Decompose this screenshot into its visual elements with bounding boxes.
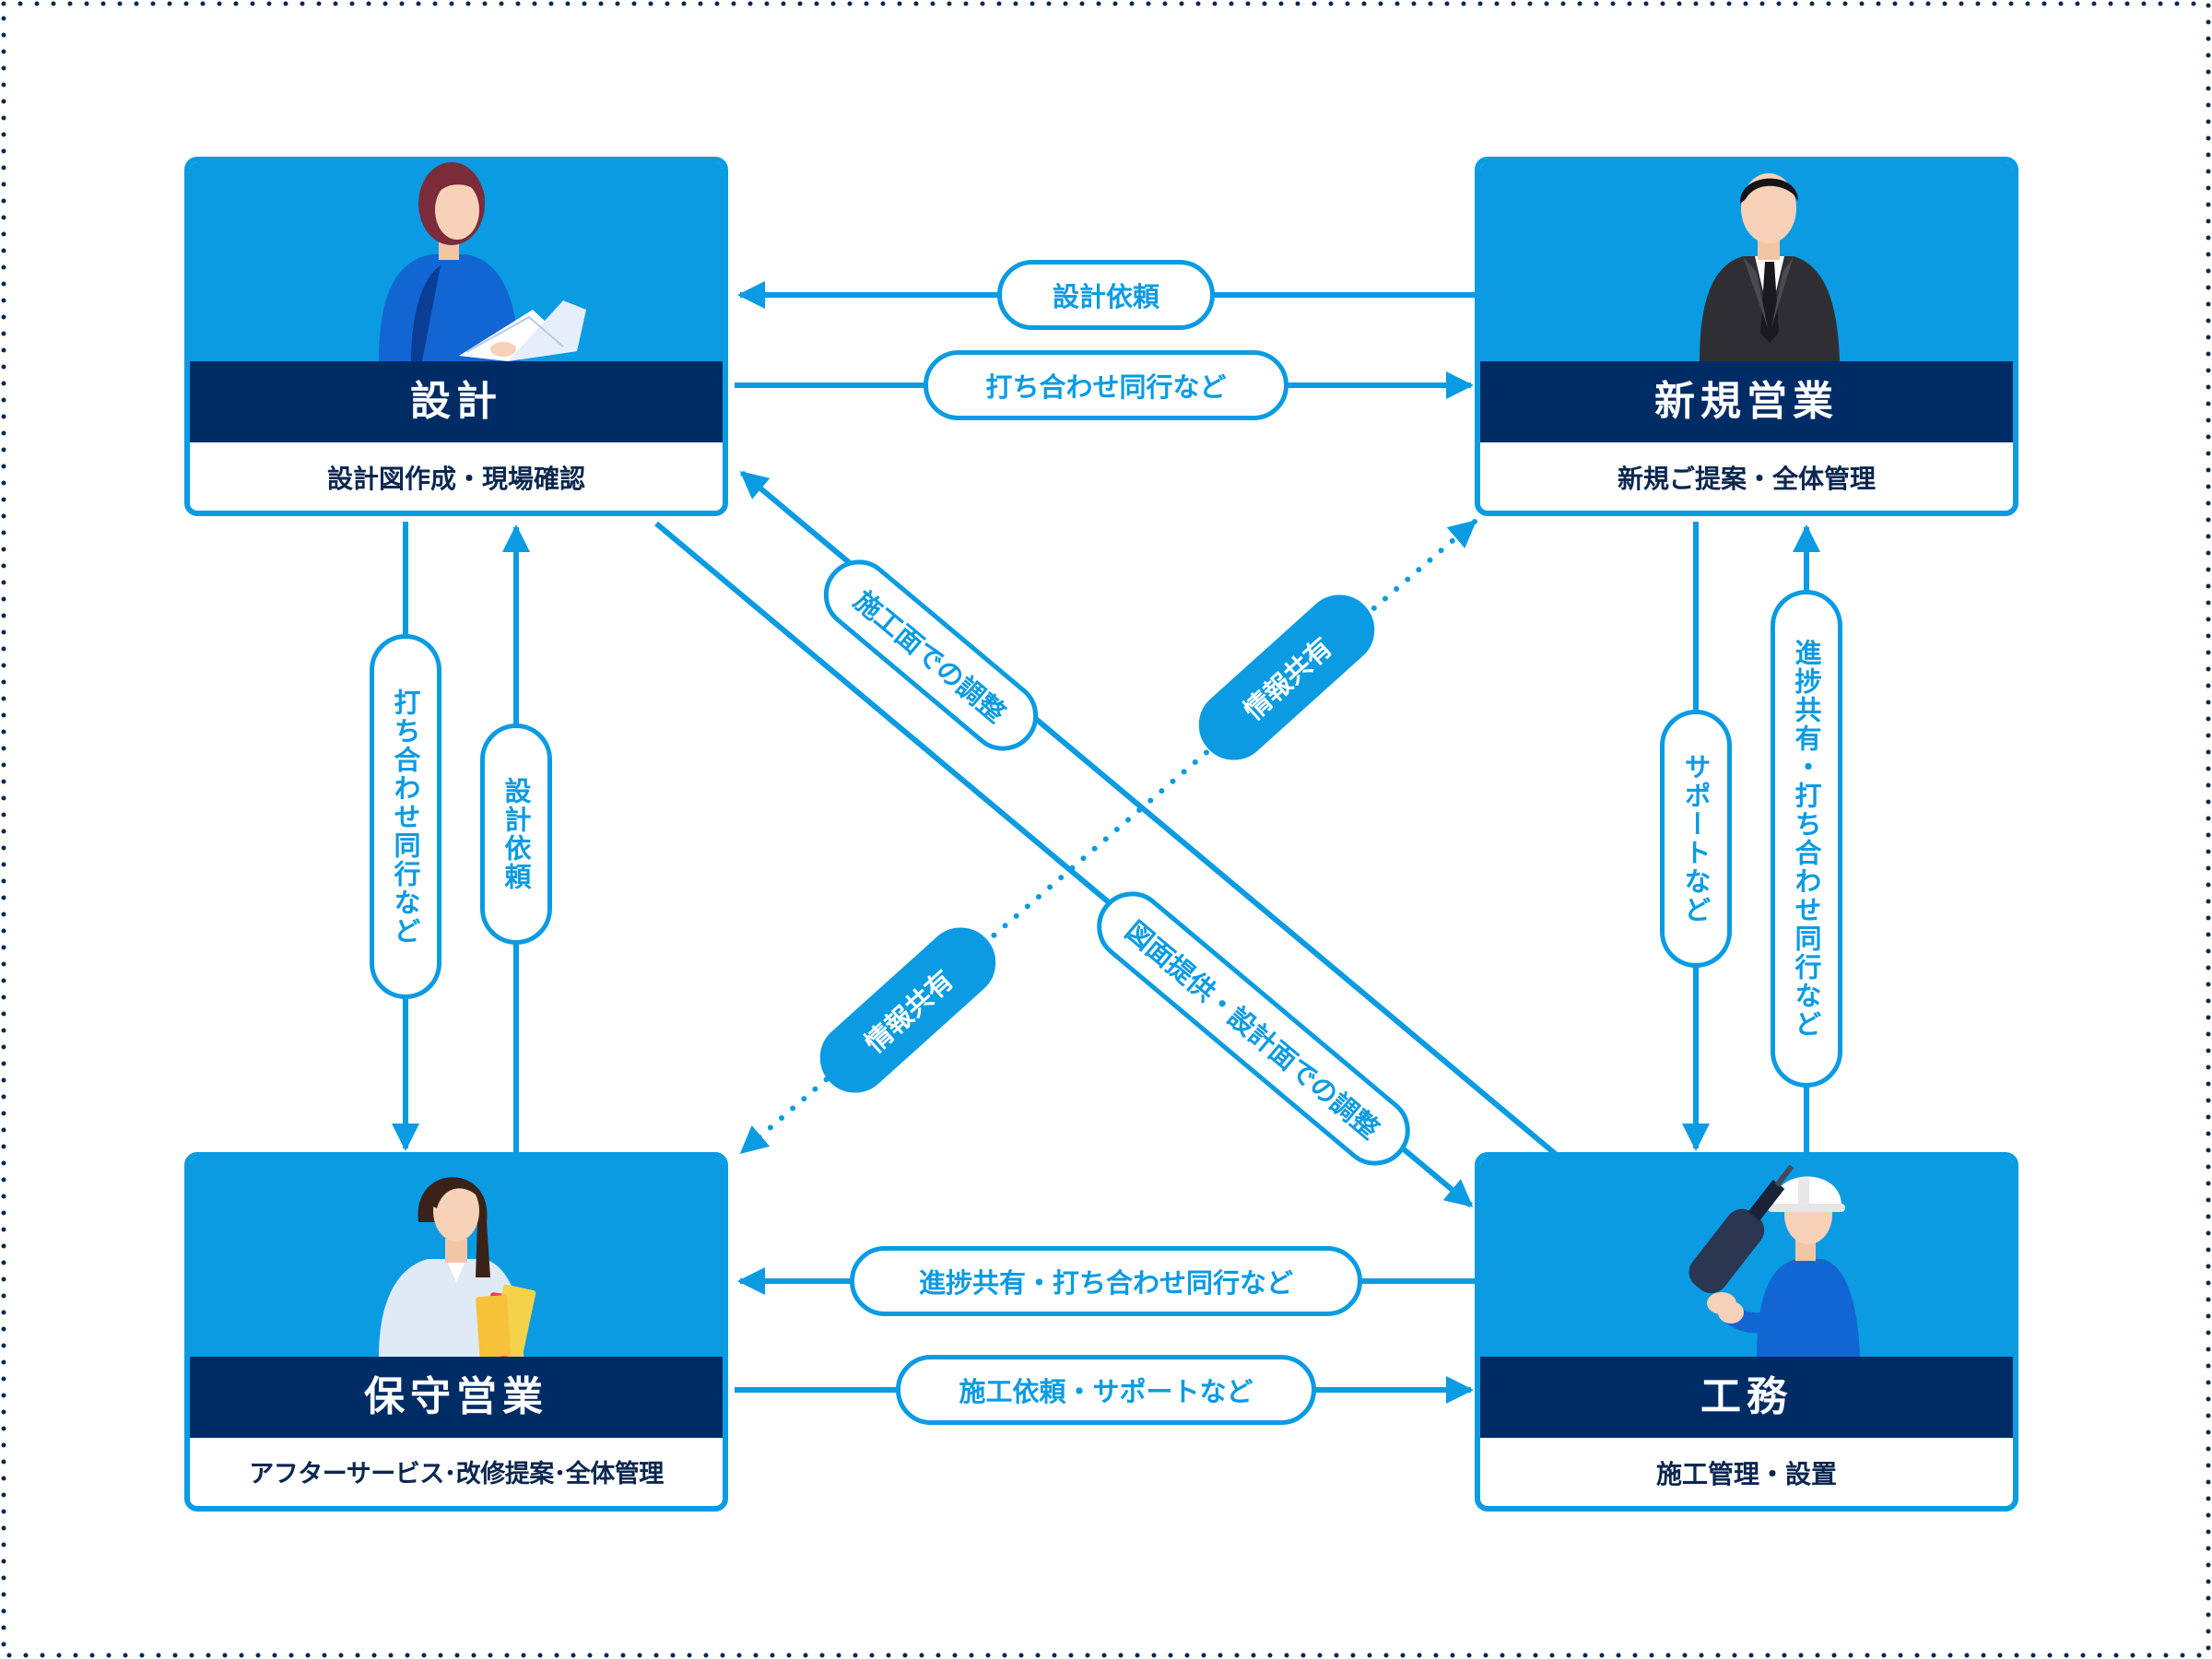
construction-photo [1480,1158,2013,1357]
label-design-to-sales: 打ち合わせ同行など [924,350,1288,420]
woman-holding-folders-icon [379,1177,536,1357]
label-maint-to-const: 施工依頼・サポートなど [896,1355,1316,1425]
label-maint-to-design: 設計依頼 [480,724,552,945]
node-design: 設計 設計図作成・現場確認 [184,157,728,516]
label-sales-to-const: サポートなど [1660,710,1732,968]
new-sales-photo [1480,162,2013,361]
woman-reading-blueprint-icon [379,162,586,361]
node-title: 新規営業 [1480,361,2013,442]
label-const-to-sales: 進捗共有・打ち合わせ同行など [1771,590,1842,1088]
node-subtitle: 設計図作成・現場確認 [326,464,585,494]
design-photo [190,162,723,361]
node-title: 設計 [190,361,723,442]
label-design-to-maint: 打ち合わせ同行など [370,634,441,999]
node-construction: 工務 施工管理・設置 [1475,1152,2018,1512]
label-const-to-maint: 進捗共有・打ち合わせ同行など [850,1246,1362,1316]
worker-with-drill-icon [1688,1164,1860,1357]
maintenance-photo [190,1158,723,1357]
node-title: 保守営業 [190,1357,723,1438]
node-subtitle: 施工管理・設置 [1655,1459,1837,1489]
businessman-icon [1700,173,1840,361]
label-sales-to-design: 設計依頼 [997,260,1215,330]
node-subtitle: 新規ご提案・全体管理 [1617,464,1876,494]
node-maintenance: 保守営業 アフターサービス･改修提案･全体管理 [184,1152,728,1512]
node-subtitle: アフターサービス･改修提案･全体管理 [249,1460,664,1488]
node-new-sales: 新規営業 新規ご提案・全体管理 [1475,157,2018,516]
node-title: 工務 [1480,1357,2013,1438]
